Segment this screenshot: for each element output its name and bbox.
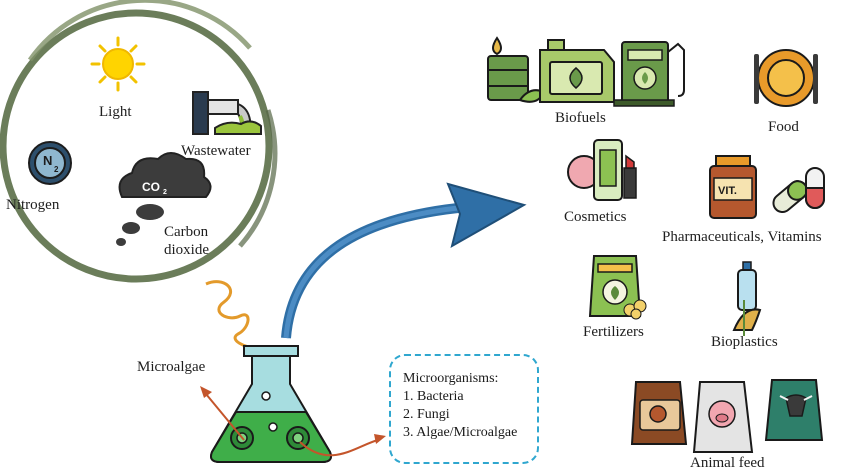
cosmetics-label: Cosmetics xyxy=(564,209,627,225)
wavy-connector xyxy=(205,280,257,350)
microorganisms-arrow xyxy=(299,434,386,457)
big-arrow xyxy=(281,182,527,339)
carbon-dioxide-label-line2: dioxide xyxy=(164,242,209,258)
capsules-icon xyxy=(772,167,825,214)
wastewater-pipe-icon xyxy=(192,91,262,135)
nitrogen-label: Nitrogen xyxy=(6,197,60,213)
microorganism-item: 2. Fungi xyxy=(403,407,450,422)
cow-feed-bag-icon xyxy=(764,379,824,441)
bioplastics-label: Bioplastics xyxy=(711,334,778,350)
microorganisms-title: Microorganisms: xyxy=(403,371,499,386)
microorganism-item: 3. Algae/Microalgae xyxy=(403,425,518,440)
fuel-pump-icon xyxy=(613,41,685,107)
biofuels-label: Biofuels xyxy=(555,110,606,126)
inputs-ring xyxy=(0,0,278,283)
microorganism-item: 1. Bacteria xyxy=(403,389,464,404)
carbon-dioxide-label-line1: Carbon xyxy=(164,224,209,240)
vit-label: VIT. xyxy=(718,185,737,197)
co2-subscript: 2 xyxy=(163,189,167,196)
plastic-bottle-icon xyxy=(732,261,762,336)
oil-barrel-icon xyxy=(487,36,546,103)
fertilizers-label: Fertilizers xyxy=(583,324,644,340)
cloud-icon: CO 2 xyxy=(116,152,212,246)
wastewater-label: Wastewater xyxy=(181,143,251,159)
chicken-feed-bag-icon xyxy=(630,381,688,445)
vitamin-bottle-icon: VIT. xyxy=(709,155,757,219)
microalgae-arrow xyxy=(200,386,245,441)
jerrycan-icon xyxy=(539,39,615,103)
food-label: Food xyxy=(768,119,799,135)
co2-symbol: CO xyxy=(142,180,160,194)
nitrogen-icon: N 2 xyxy=(28,141,72,185)
light-label: Light xyxy=(99,104,132,120)
animal-feed-label: Animal feed xyxy=(690,455,765,471)
pig-feed-bag-icon xyxy=(692,381,754,453)
pharmaceuticals-label: Pharmaceuticals, Vitamins xyxy=(662,229,822,245)
fertilizer-bag-icon xyxy=(588,255,647,320)
flask-icon xyxy=(210,345,332,463)
plate-cutlery-icon xyxy=(754,49,818,107)
microalgae-label: Microalgae xyxy=(137,359,206,375)
microorganisms-box: Microorganisms: 1. Bacteria 2. Fungi 3. … xyxy=(389,354,539,464)
cosmetics-icon xyxy=(567,139,637,201)
sun-icon xyxy=(90,36,146,92)
nitrogen-symbol: N xyxy=(43,153,52,168)
nitrogen-subscript: 2 xyxy=(54,165,59,174)
